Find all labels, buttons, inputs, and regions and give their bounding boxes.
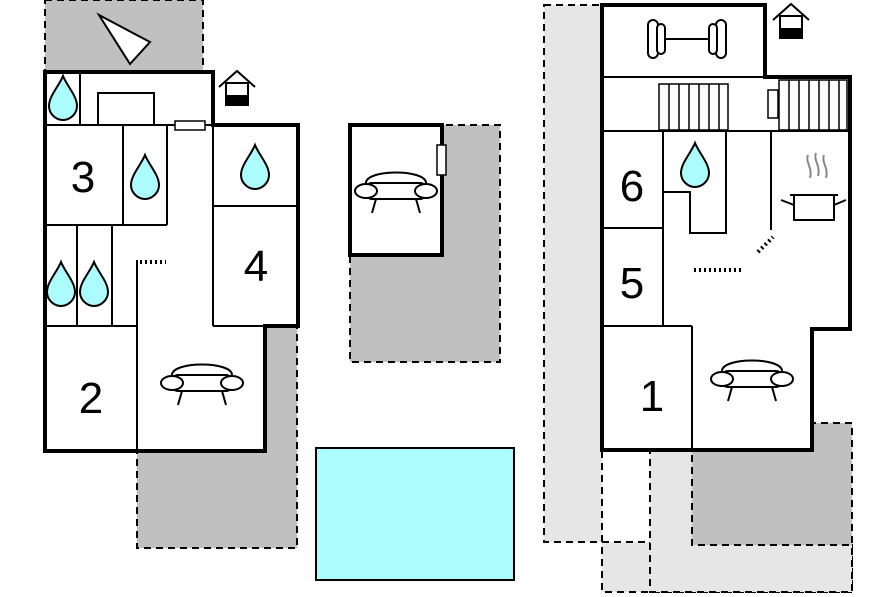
compass-arrow-icon [96, 12, 152, 66]
right-building [600, 3, 852, 452]
radiator-icon [767, 89, 779, 119]
stairs-icon [778, 79, 848, 131]
room-number-3: 3 [71, 153, 95, 202]
cooking-pot-icon [780, 152, 847, 221]
radiator-icon [174, 120, 206, 131]
room-number-4: 4 [244, 242, 268, 291]
left-building [43, 70, 300, 453]
room-number-2: 2 [79, 374, 103, 423]
room-number-5: 5 [620, 259, 644, 308]
radiator-icon [436, 144, 447, 176]
room-number-6: 6 [620, 162, 644, 211]
house-icon [772, 3, 810, 39]
house-icon [218, 70, 256, 106]
stairs-icon [658, 83, 729, 131]
pool [315, 447, 515, 581]
dumbbell-icon [647, 19, 727, 59]
room-number-1: 1 [640, 372, 664, 421]
